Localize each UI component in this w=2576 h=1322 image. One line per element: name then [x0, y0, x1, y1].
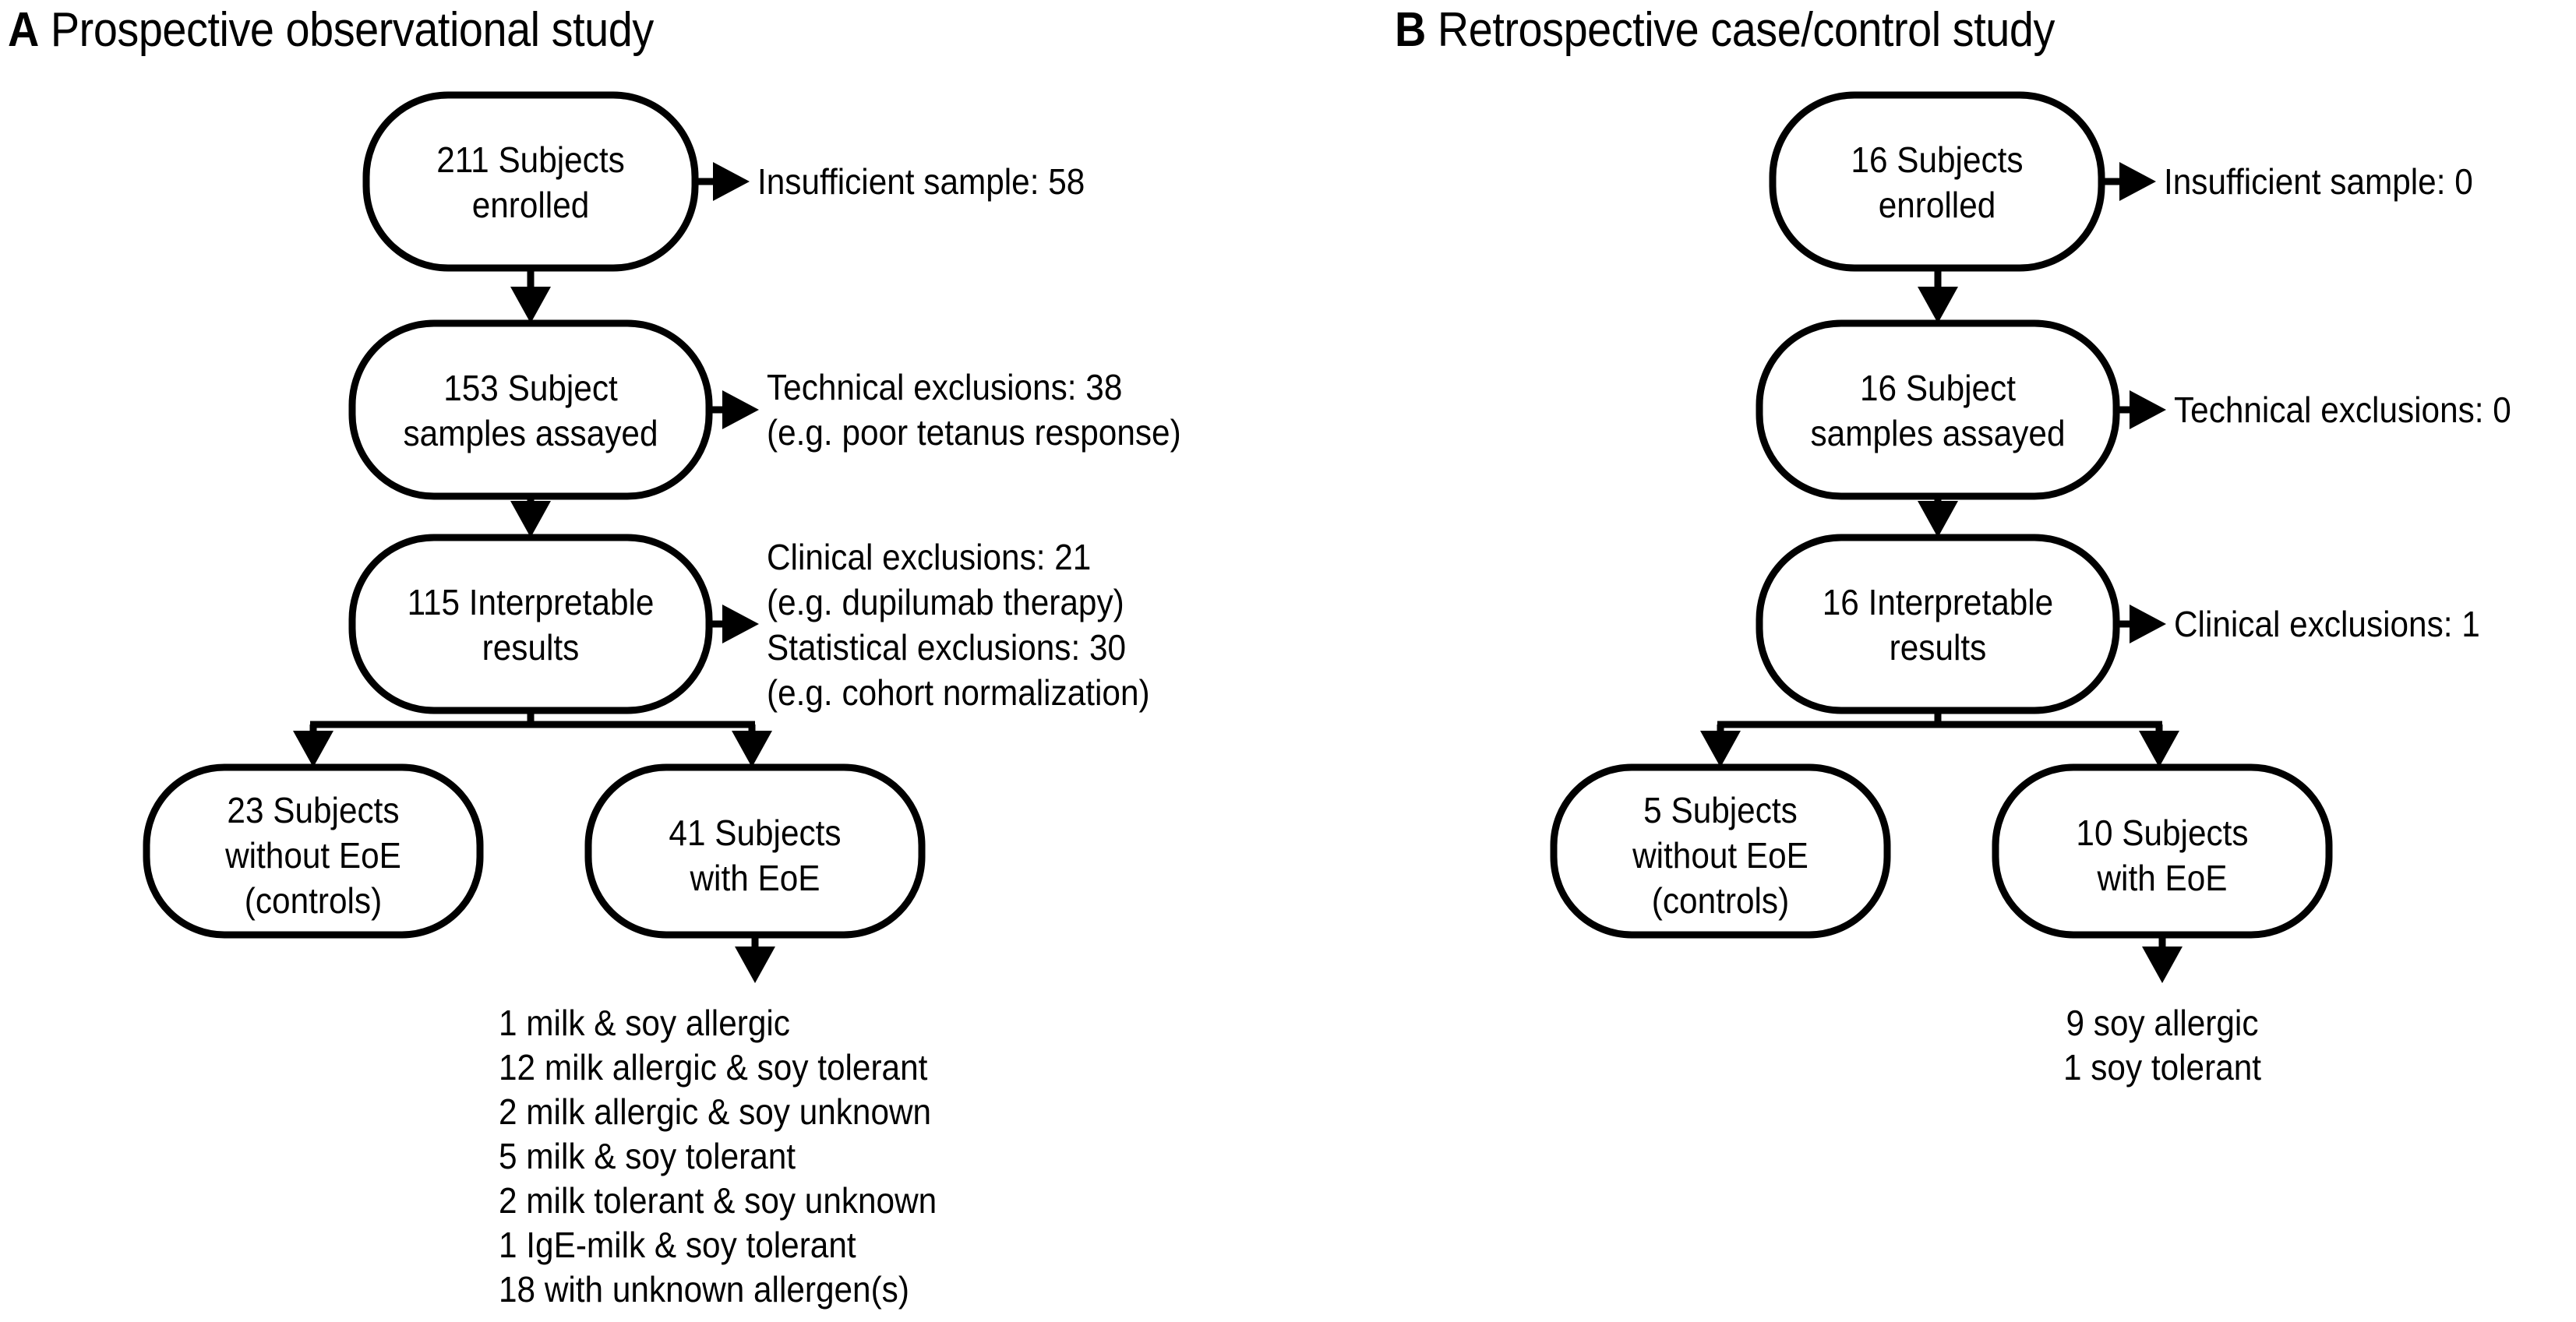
panel-b-letter: B: [1395, 3, 1426, 57]
panel-a-title: A Prospective observational study: [8, 6, 654, 55]
arrowhead-a-technical: [722, 390, 759, 429]
arrowhead-a-split-right: [732, 731, 772, 767]
node-label-a-controls: 23 Subjects without EoE (controls): [225, 790, 401, 921]
exclusion-a-technical: Technical exclusions: 38 (e.g. poor teta…: [767, 367, 1181, 453]
node-label-b-controls: 5 Subjects without EoE (controls): [1632, 790, 1808, 921]
arrowhead-a-clinical-statistical: [722, 605, 759, 643]
panel-a-letter: A: [8, 3, 39, 57]
panel-b-title-text: Retrospective case/control study: [1437, 3, 2055, 57]
arrowhead-b-split-left: [1700, 731, 1741, 767]
exclusion-b-technical: Technical exclusions: 0: [2174, 390, 2511, 430]
arrowhead-b-insufficient: [2119, 162, 2156, 201]
arrowhead-b-clinical: [2130, 605, 2166, 643]
arrowhead-a-assayed-to-interpretable: [510, 501, 551, 538]
list-item: 2 milk tolerant & soy unknown: [499, 1180, 937, 1221]
list-item: 9 soy allergic: [2066, 1003, 2259, 1043]
exclusion-b-insufficient-sample: Insufficient sample: 0: [2164, 161, 2473, 202]
list-item: 1 IgE-milk & soy tolerant: [499, 1225, 856, 1265]
arrowhead-a-split-left: [293, 731, 333, 767]
arrowhead-a-enrolled-to-assayed: [510, 287, 551, 323]
arrowhead-b-technical: [2130, 390, 2166, 429]
arrowhead-b-split-right: [2139, 731, 2179, 767]
node-label-b-interpretable: 16 Interpretable results: [1822, 582, 2054, 668]
node-label-b-assayed: 16 Subject samples assayed: [1810, 368, 2066, 453]
panel-b-title: B Retrospective case/control study: [1395, 6, 2055, 55]
allergen-breakdown-b: 9 soy allergic 1 soy tolerant: [1983, 1001, 2341, 1090]
arrowhead-b-enrolled-to-assayed: [1918, 287, 1958, 323]
list-item: 2 milk allergic & soy unknown: [499, 1091, 932, 1132]
arrowhead-a-cases-to-list: [735, 947, 775, 983]
arrowhead-a-insufficient: [713, 162, 750, 201]
node-label-a-enrolled: 211 Subjects enrolled: [436, 139, 625, 225]
node-label-a-assayed: 153 Subject samples assayed: [403, 368, 658, 453]
arrowhead-b-assayed-to-interpretable: [1918, 501, 1958, 538]
exclusion-a-insufficient-sample: Insufficient sample: 58: [757, 161, 1085, 202]
node-label-a-cases: 41 Subjects with EoE: [669, 813, 842, 898]
allergen-breakdown-a: 1 milk & soy allergic 12 milk allergic &…: [499, 1001, 937, 1312]
panel-a-title-text: Prospective observational study: [50, 3, 654, 57]
list-item: 12 milk allergic & soy tolerant: [499, 1047, 928, 1088]
list-item: 1 soy tolerant: [2063, 1047, 2262, 1088]
exclusion-b-clinical: Clinical exclusions: 1: [2174, 604, 2480, 644]
node-label-b-enrolled: 16 Subjects enrolled: [1851, 139, 2024, 225]
list-item: 1 milk & soy allergic: [499, 1003, 790, 1043]
exclusion-a-clinical-statistical: Clinical exclusions: 21 (e.g. dupilumab …: [767, 537, 1150, 713]
list-item: 18 with unknown allergen(s): [499, 1269, 909, 1310]
arrowhead-b-cases-to-list: [2142, 947, 2183, 983]
node-label-a-interpretable: 115 Interpretable results: [407, 582, 655, 668]
list-item: 5 milk & soy tolerant: [499, 1136, 796, 1176]
node-label-b-cases: 10 Subjects with EoE: [2076, 813, 2249, 898]
